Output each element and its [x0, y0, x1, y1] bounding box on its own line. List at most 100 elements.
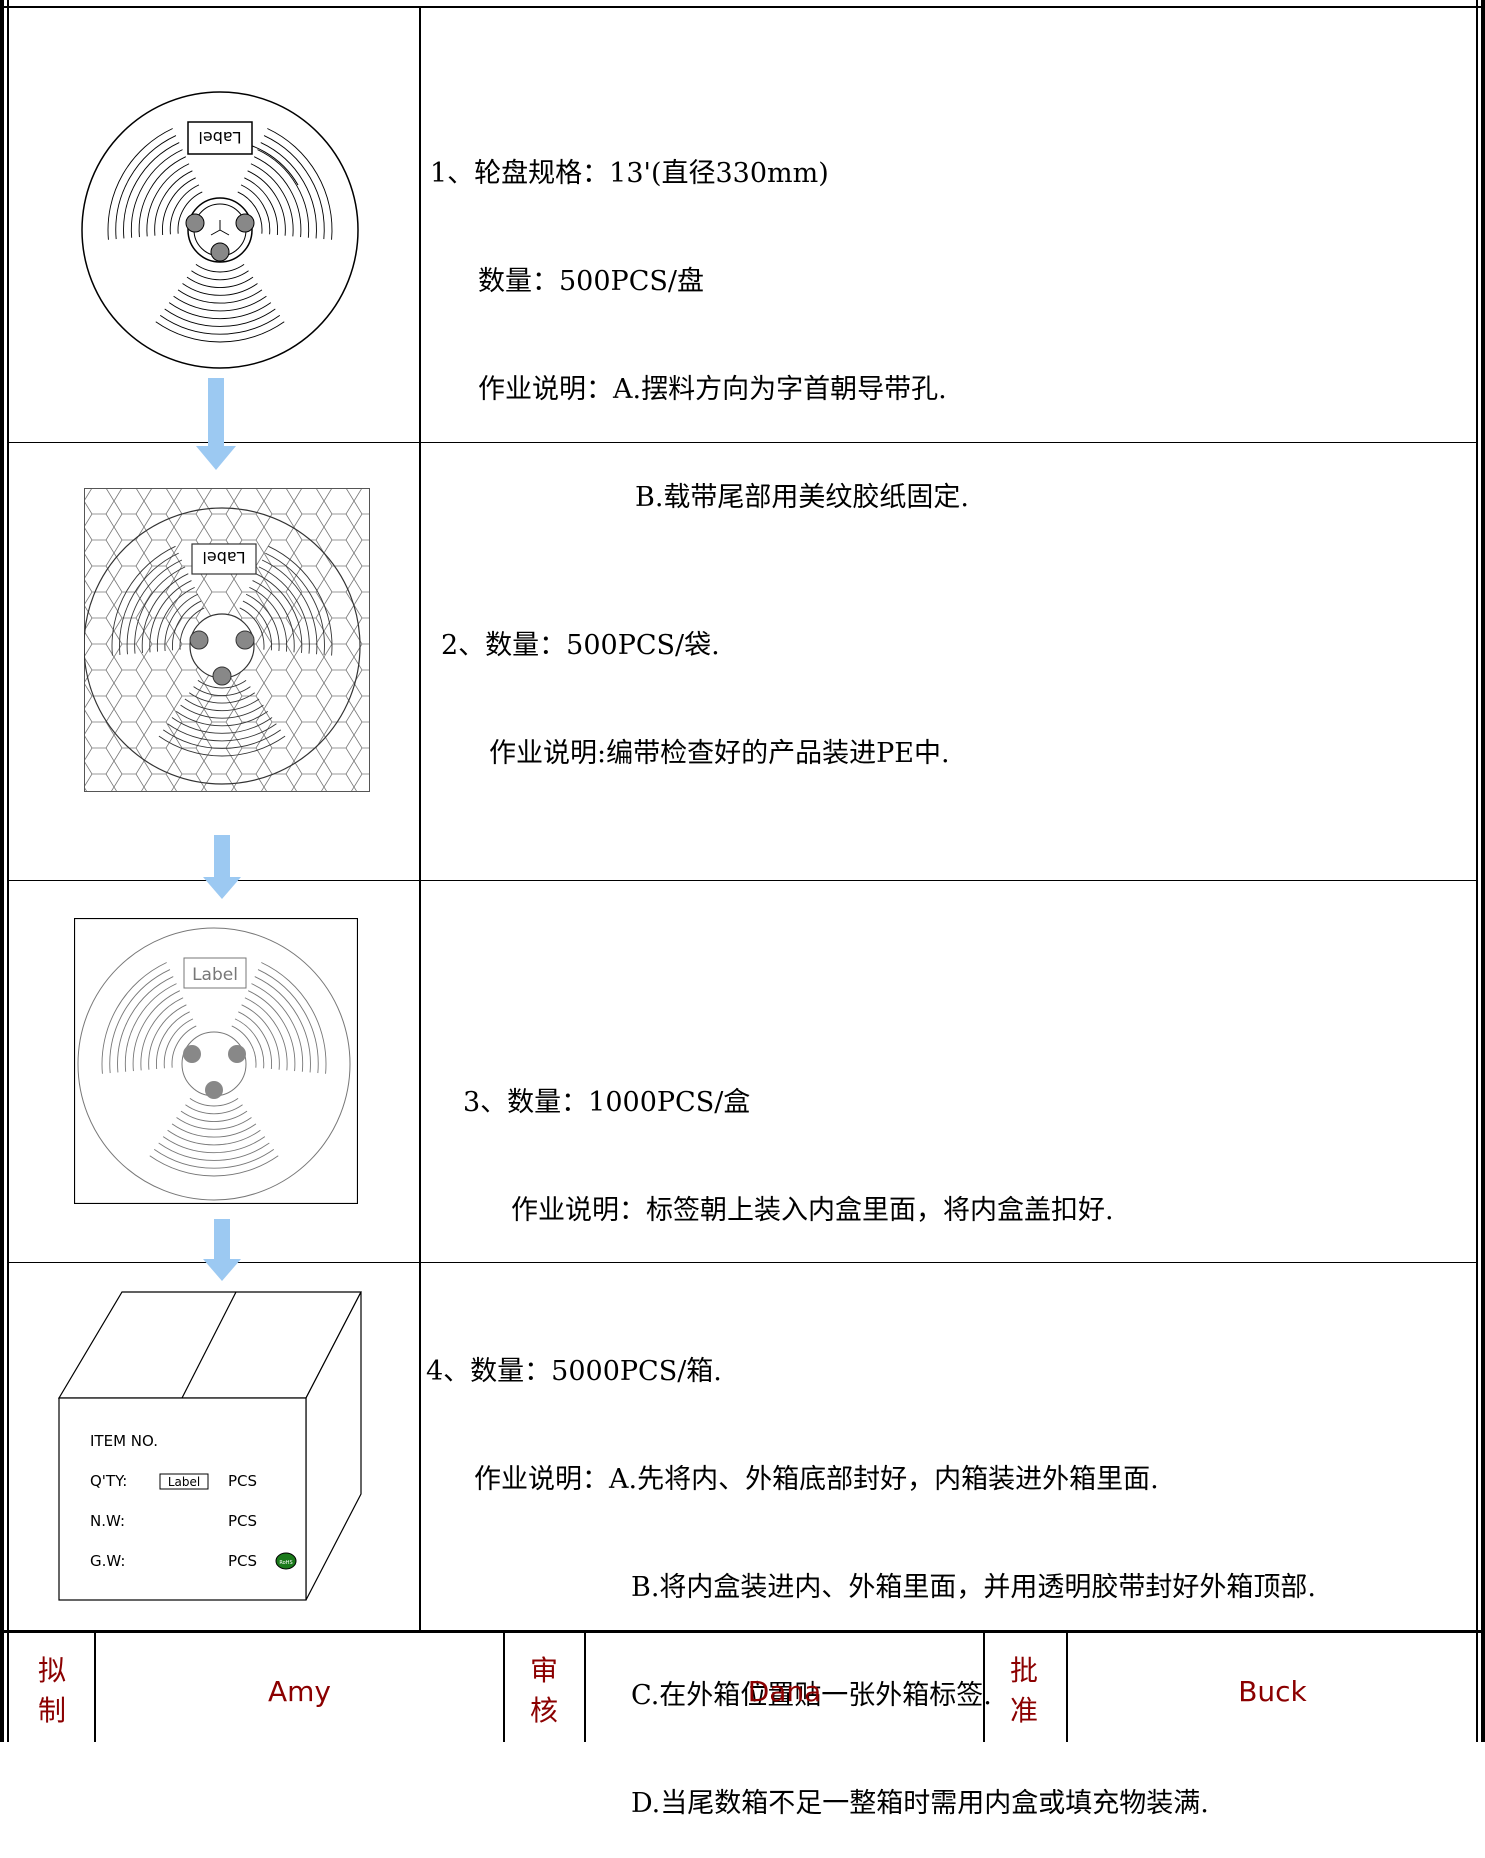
step-4-line-4: C.在外箱位置贴一张外箱标签. [631, 1680, 992, 1711]
reel-sector-arc [186, 276, 254, 289]
reel-sector-arc [185, 1104, 243, 1115]
step-4-description: 4、数量：5000PCS/箱. 作业说明：A.先将内、外箱底部封好，内箱装进外箱… [426, 1282, 1316, 1858]
reel-sector-arc [177, 191, 203, 234]
reel-sector-arc [109, 969, 171, 1074]
reel-sector-arc [267, 128, 333, 240]
column-divider [419, 7, 421, 1631]
carton-qty: Q'TY: [90, 1472, 127, 1490]
reel-sector-arc [162, 1136, 266, 1154]
step-3-line-1: 3、数量：1000PCS/盒 [463, 1087, 751, 1118]
reel-sector-arc [149, 580, 192, 653]
reel-sector-arc [156, 586, 195, 652]
reel-sector-arc [191, 270, 249, 281]
reel-sector-arc [247, 170, 286, 236]
carton-qty-pcs: PCS [228, 1472, 257, 1490]
reel-label-text: Label [198, 128, 241, 147]
approve-label: 批准 [1009, 1654, 1038, 1727]
reel-sector-arc [257, 149, 310, 238]
carton-illustration: ITEM NO. Q'TY: Label PCS N.W: PCS G.W: P… [57, 1291, 362, 1601]
step-1-line-1: 1、轮盘规格：13'(直径330mm) [430, 158, 829, 189]
reel-sector-arc [130, 149, 183, 238]
sig-divider-4 [983, 1631, 985, 1742]
reel-sector-arc [148, 1004, 187, 1070]
reel-sector-arc [115, 135, 177, 240]
frame-left-outer [0, 0, 4, 1742]
step-2-line-2: 作业说明:编带检查好的产品装进PE中. [489, 738, 950, 769]
row-divider-2 [7, 880, 1477, 881]
reel-sector-arc [241, 1004, 280, 1070]
reel-sector-arc [167, 1129, 261, 1146]
reel-sector-arc [169, 184, 200, 235]
step-4-line-2: 作业说明：A.先将内、外箱底部封好，内箱装进外箱里面. [474, 1464, 1159, 1495]
reel-sector-arc [158, 735, 286, 757]
reel-sector-arc [173, 295, 267, 312]
reel-sector-arc [111, 545, 176, 656]
review-name: Dana [747, 1675, 822, 1708]
carton-nw-pcs: PCS [228, 1512, 257, 1530]
reel-sector-arc [126, 559, 183, 655]
reel-sector-arc [197, 680, 247, 689]
frame-right-inner [1476, 0, 1478, 1742]
bagged-reel-illustration: Label [84, 488, 370, 792]
reel-sector-arc [155, 321, 285, 343]
carton-item-no: ITEM NO. [90, 1432, 158, 1450]
reel-sector-arc [182, 283, 258, 296]
frame-top [0, 6, 1485, 8]
reel-sector-arc [268, 545, 333, 656]
reel-sector-arc [180, 1110, 248, 1123]
reel-sector-arc [237, 191, 263, 234]
reel-sector-arc [117, 976, 174, 1073]
step-2-description: 2、数量：500PCS/袋. 作业说明:编带检查好的产品装进PE中. [441, 556, 950, 808]
document-frame [0, 0, 1485, 1742]
reel-sector-arc [257, 969, 319, 1074]
row-divider-1 [7, 442, 1477, 443]
reel-sector-arc [251, 983, 304, 1072]
reel-sector-arc [171, 717, 273, 734]
reel-sector-arc [158, 1142, 270, 1161]
reel-sector-arc [156, 1011, 190, 1070]
reel-sector-arc [171, 1123, 257, 1138]
step-3-line-2: 作业说明：标签朝上装入内盒里面，将内盒盖扣好. [511, 1195, 1114, 1226]
reel-sector-arc [164, 308, 276, 327]
reel-sector-arc [123, 142, 180, 239]
reel-sector-arc [154, 170, 193, 236]
reel-sector-arc [119, 552, 179, 655]
frame-left-inner [7, 0, 9, 1742]
reel-sector-arc [101, 962, 167, 1074]
reel-illustration: Label [81, 91, 359, 369]
reel-sector-arc [146, 163, 190, 237]
sig-divider-1 [94, 1631, 96, 1742]
approve-name: Buck [1238, 1675, 1307, 1708]
reel-sector-arc [250, 163, 294, 237]
reel-sector-arc [247, 990, 296, 1072]
step-4-line-3: B.将内盒装进内、外箱里面，并用透明胶带封好外箱顶部. [631, 1572, 1317, 1603]
step-4-line-1: 4、数量：5000PCS/箱. [426, 1356, 722, 1387]
reel-sector-arc [134, 566, 186, 654]
reel-sector-arc [265, 552, 325, 655]
rohs-badge-text: RoHS [279, 1560, 292, 1566]
boxed-reel-illustration: Label [74, 918, 358, 1204]
reel-sector-arc [132, 990, 181, 1072]
sig-divider-5 [1066, 1631, 1068, 1742]
reel-sector-arc [193, 686, 251, 696]
row-divider-signature [0, 1630, 1485, 1633]
reel-sector-arc [153, 1149, 275, 1169]
reel-sector-arc [189, 1098, 239, 1107]
draft-name: Amy [268, 1675, 331, 1708]
reel-sector-arc [149, 1155, 279, 1177]
reel-sector-arc [107, 128, 173, 240]
reel-sector-arc [249, 586, 288, 652]
draft-label: 拟制 [37, 1654, 66, 1727]
reel-sector-arc [261, 962, 327, 1074]
reel-sector-arc [162, 177, 196, 236]
bagged-reel-label-text: Label [202, 548, 245, 567]
reel-sector-arc [159, 315, 281, 335]
flow-arrow-1 [196, 378, 236, 470]
reel-sector-arc [168, 302, 272, 320]
flow-arrow-3 [203, 1219, 241, 1281]
reel-sector-arc [195, 264, 245, 273]
reel-sector-arc [253, 156, 302, 238]
reel-sector-arc [179, 607, 205, 650]
reel-sector-arc [171, 1025, 197, 1068]
reel-sector-arc [260, 142, 317, 239]
